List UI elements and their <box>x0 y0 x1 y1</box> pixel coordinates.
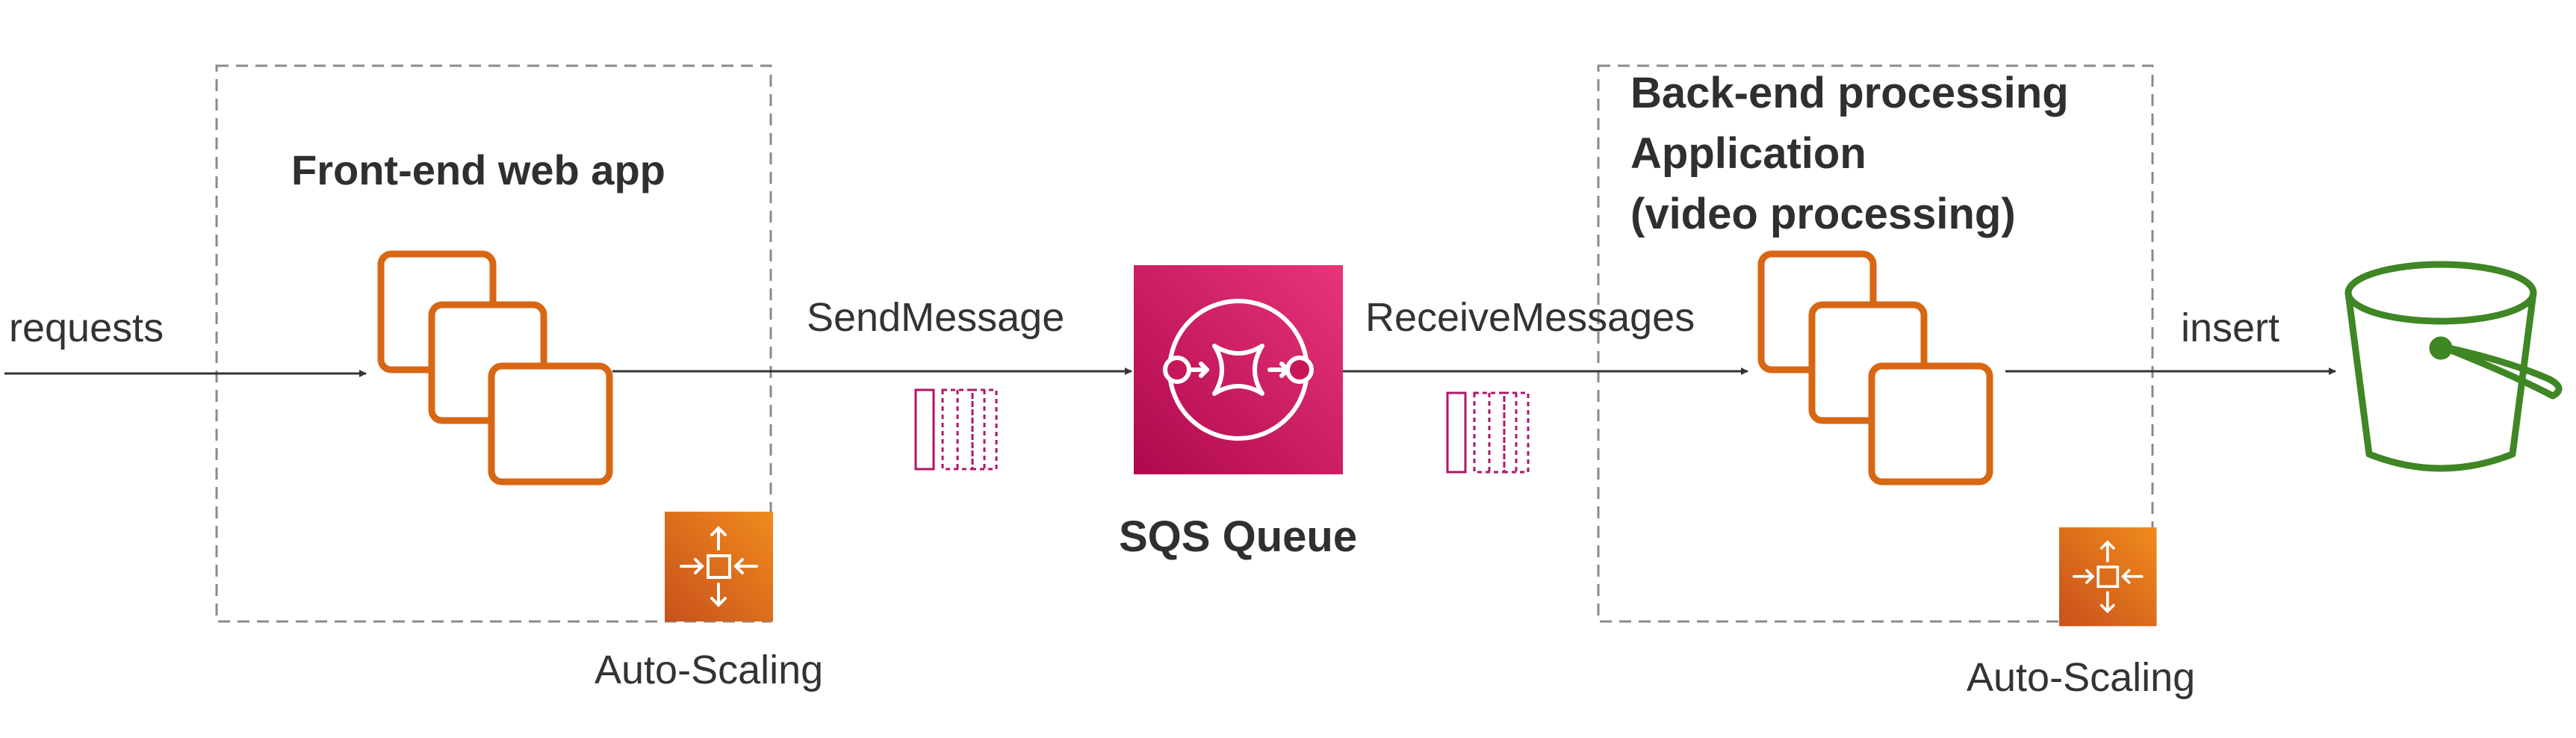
backend-group-box <box>1597 64 2154 623</box>
ec2-instances-icon <box>377 250 613 486</box>
message-icon <box>1446 391 1530 474</box>
backend-title-line3: (video processing) <box>1630 190 2016 238</box>
sqs-queue-label: SQS Queue <box>1119 512 1358 561</box>
receive-messages-label: ReceiveMessages <box>1365 295 1695 340</box>
auto-scaling-icon <box>665 512 773 621</box>
auto-scaling-icon <box>2059 527 2157 627</box>
frontend-group-box <box>215 64 772 623</box>
backend-title-line1: Back-end processing <box>1630 69 2069 117</box>
sqs-queue-icon <box>1134 265 1343 474</box>
insert-label: insert <box>2181 306 2280 350</box>
arrows <box>4 368 2336 377</box>
autoscaling-label-right: Auto-Scaling <box>1967 655 2196 700</box>
requests-label: requests <box>9 306 164 350</box>
send-message-label: SendMessage <box>807 295 1065 340</box>
autoscaling-label-left: Auto-Scaling <box>595 648 824 692</box>
frontend-title: Front-end web app <box>291 146 665 193</box>
backend-title-line2: Application <box>1630 129 1866 178</box>
message-icon <box>914 388 998 471</box>
ec2-instances-icon <box>1757 250 1993 486</box>
s3-bucket-icon <box>2344 261 2563 472</box>
